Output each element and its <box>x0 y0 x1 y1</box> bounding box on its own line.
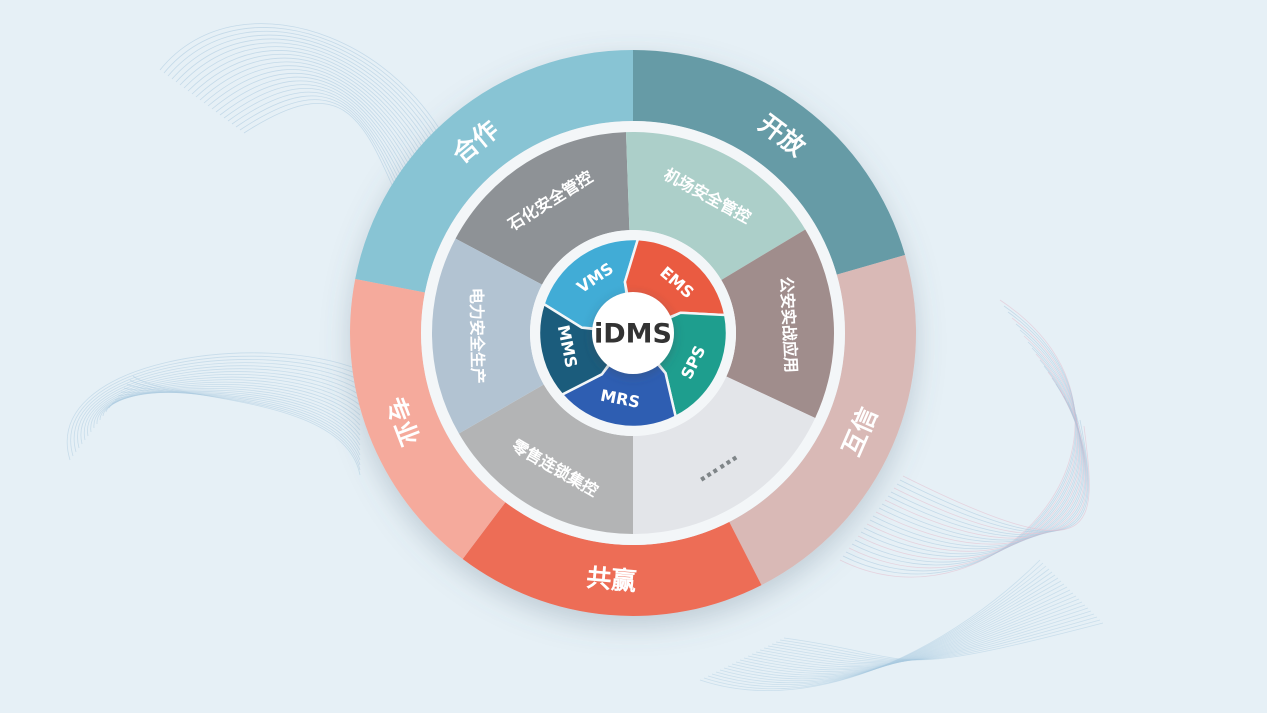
wave-line <box>703 562 1044 689</box>
wave-line <box>105 386 361 431</box>
wave-line <box>771 613 1095 662</box>
middle-ring-segment <box>431 238 544 434</box>
middle-ring: 石化安全管控机场安全管控公安实战应用……零售连锁集控电力安全生产 <box>431 131 834 534</box>
outer-ring-label: 共赢 <box>585 563 637 596</box>
wave-line <box>66 352 361 461</box>
wave-line <box>711 568 1050 686</box>
wave-line <box>893 407 1088 534</box>
wave-line <box>890 401 1087 536</box>
wave-line <box>739 589 1071 672</box>
wave-line <box>743 592 1074 671</box>
middle-ring-segment <box>625 131 806 280</box>
core-circle <box>592 292 674 374</box>
wave-line <box>132 375 361 476</box>
outer-ring-segment <box>350 279 506 560</box>
wave-line <box>111 389 361 441</box>
wave-line <box>878 377 1084 543</box>
outer-ring-segment <box>355 50 633 293</box>
middle-ring-segment <box>633 376 816 534</box>
wave-line <box>775 616 1098 661</box>
wave-line <box>779 619 1101 661</box>
wave-line <box>751 598 1080 668</box>
wave-line <box>763 607 1089 664</box>
wave-line <box>863 347 1081 555</box>
wave-line <box>755 601 1083 666</box>
wave-line <box>839 299 1076 578</box>
outer-ring: 合作开放互信共赢专业 <box>350 50 916 616</box>
wave-line <box>87 371 361 437</box>
core-label: iDMS <box>594 319 672 350</box>
wave-line <box>747 595 1077 669</box>
wave-line <box>899 419 1089 532</box>
wave-line <box>902 425 1090 531</box>
middle-ring-segment <box>721 229 834 418</box>
wave-line <box>723 577 1059 680</box>
wave-line <box>715 571 1053 684</box>
wave-line <box>896 413 1089 533</box>
wave-line <box>73 359 361 453</box>
wave-line <box>719 574 1056 682</box>
wave-line <box>735 586 1068 674</box>
wave-line <box>114 390 361 446</box>
middle-ring-label: 电力安全生产 <box>467 288 488 384</box>
outer-ring-segment <box>729 254 916 586</box>
wave-line <box>783 622 1104 661</box>
wave-line <box>123 387 361 461</box>
wave-line <box>129 379 361 471</box>
wave-line <box>731 583 1065 676</box>
middle-ring-segment <box>455 132 630 285</box>
wave-line <box>699 559 1041 692</box>
wave-line <box>120 391 361 456</box>
outer-ring-segment <box>633 50 906 275</box>
middle-ring-label: 公安实战应用 <box>777 276 801 373</box>
wave-line <box>767 610 1092 663</box>
inner-ring-segment <box>537 302 633 396</box>
wave-line <box>707 565 1047 688</box>
middle-ring-segment <box>458 384 633 534</box>
wave-line <box>126 383 361 466</box>
wave-line <box>727 580 1062 678</box>
wave-line <box>117 391 361 451</box>
wave-line <box>108 388 361 436</box>
wave-line <box>759 604 1086 665</box>
wave-line <box>70 355 361 457</box>
outer-ring-segment <box>462 502 762 616</box>
